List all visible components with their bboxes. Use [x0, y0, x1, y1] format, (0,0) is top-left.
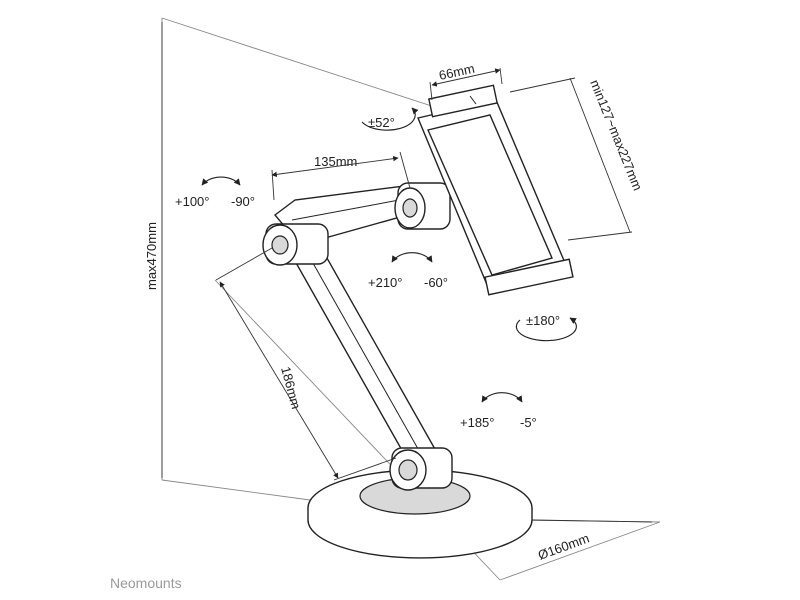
base-diameter-label: Ø160mm	[536, 530, 591, 562]
tilt-indicator: ±52°	[361, 107, 419, 131]
upper-down-label: -90°	[231, 194, 255, 209]
height-label: max470mm	[144, 222, 159, 290]
upper-rotation-indicator: +100° -90°	[175, 176, 255, 209]
tablet-holder	[417, 84, 574, 296]
tilt-label: ±52°	[368, 115, 395, 130]
base-diameter-dimension: Ø160mm	[531, 519, 653, 563]
base-up-label: +185°	[460, 415, 494, 430]
mid-rotation-indicator: +210° -60°	[368, 252, 448, 290]
arm-length-label: 135mm	[314, 154, 357, 169]
elbow-joint	[262, 223, 329, 266]
base-joint	[389, 447, 453, 491]
arm-length-dimension: 135mm	[271, 151, 411, 201]
holder-width-label: 66mm	[438, 61, 476, 83]
base-rotation-indicator: +185° -5°	[460, 392, 537, 430]
height-dimension: max470mm	[144, 22, 163, 478]
mid-down-label: -60°	[424, 275, 448, 290]
holder-width-dimension: 66mm	[429, 61, 503, 101]
base-down-label: -5°	[520, 415, 537, 430]
mid-up-label: +210°	[368, 275, 402, 290]
lower-arm-label: 186mm	[278, 365, 304, 411]
rotate-indicator: ±180°	[515, 313, 577, 342]
upper-up-label: +100°	[175, 194, 209, 209]
brand-logo: Neomounts	[110, 575, 182, 591]
rotate-label: ±180°	[526, 313, 560, 328]
holder-range-label: min127~max227mm	[587, 78, 645, 193]
head-joint	[394, 182, 451, 230]
